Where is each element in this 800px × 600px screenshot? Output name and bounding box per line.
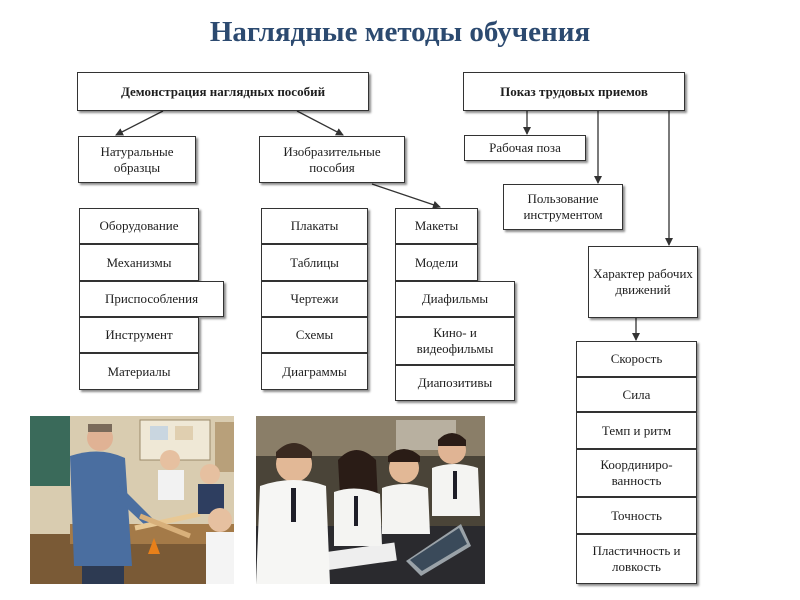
models-item-mockups: Макеты [395, 208, 478, 244]
natural-item-fixtures: Приспособления [79, 281, 224, 317]
models-item-slides: Диапозитивы [395, 365, 515, 401]
box-natural-samples: Натуральные образцы [78, 136, 196, 183]
quality-accuracy: Точность [576, 497, 697, 534]
arrow-root-to-natural [115, 110, 164, 136]
pictorial-item-posters: Плакаты [261, 208, 368, 244]
box-movement-character: Характер рабочих движений [588, 246, 698, 318]
box-pictorial-aids: Изобразительные пособия [259, 136, 405, 183]
box-labor-techniques: Показ трудовых приемов [463, 72, 685, 111]
quality-strength: Сила [576, 377, 697, 412]
box-demonstration: Демонстрация наглядных пособий [77, 72, 369, 111]
arrow-root-to-pictorial [296, 110, 344, 136]
workshop-photo [30, 416, 234, 584]
pictorial-item-schemes: Схемы [261, 317, 368, 353]
models-item-filmstrips: Диафильмы [395, 281, 515, 317]
pictorial-item-drawings: Чертежи [261, 281, 368, 317]
page-title: Наглядные методы обучения [209, 16, 591, 48]
natural-item-materials: Материалы [79, 353, 199, 390]
natural-item-mechanisms: Механизмы [79, 244, 199, 281]
models-item-films: Кино- и видеофильмы [395, 317, 515, 365]
pictorial-item-tables: Таблицы [261, 244, 368, 281]
natural-item-equipment: Оборудование [79, 208, 199, 244]
classroom-photo [256, 416, 485, 584]
models-item-models: Модели [395, 244, 478, 281]
natural-item-tools: Инструмент [79, 317, 199, 353]
pictorial-item-diagrams: Диаграммы [261, 353, 368, 390]
quality-coordination: Координиро-ванность [576, 449, 697, 497]
box-tool-use: Пользование инструментом [503, 184, 623, 230]
quality-tempo-rhythm: Темп и ритм [576, 412, 697, 449]
quality-speed: Скорость [576, 341, 697, 377]
arrow-pictorial-to-models [371, 183, 441, 209]
box-working-posture: Рабочая поза [464, 135, 586, 161]
quality-plasticity: Пластичность и ловкость [576, 534, 697, 584]
